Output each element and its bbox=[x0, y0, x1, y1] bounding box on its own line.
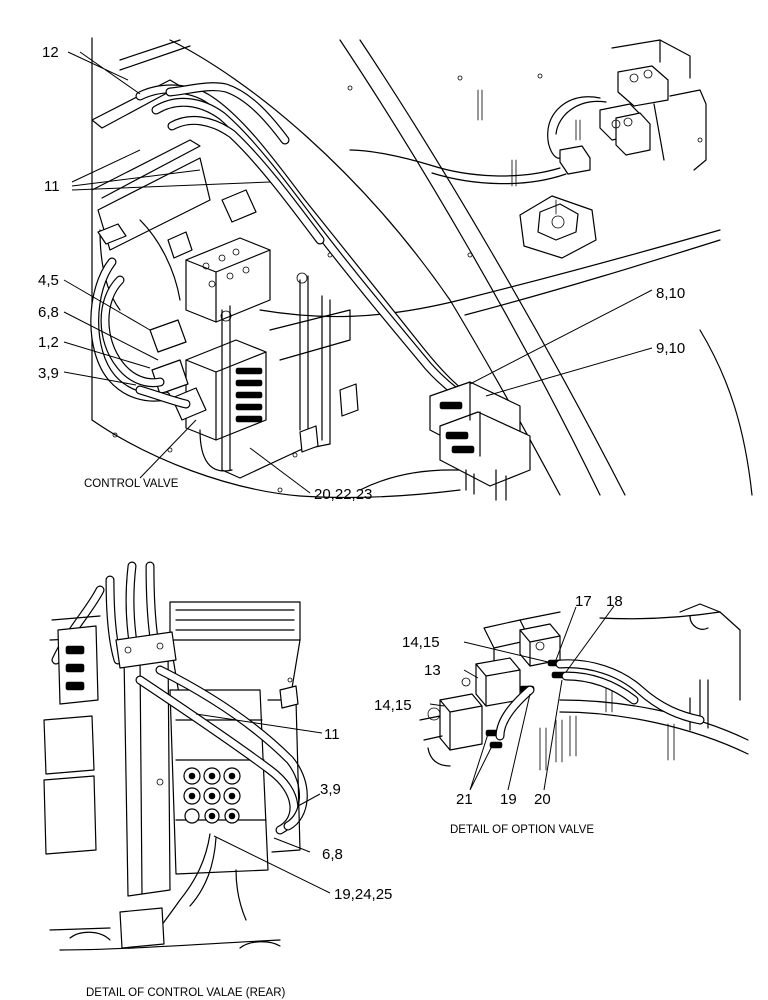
callout-6-8: 6,8 bbox=[38, 304, 59, 321]
option-callout-19: 19 bbox=[500, 791, 517, 808]
rear-callout-6-8: 6,8 bbox=[322, 846, 343, 863]
rear-callout-3-9: 3,9 bbox=[320, 781, 341, 798]
option-callout-14-15-lower: 14,15 bbox=[374, 697, 412, 714]
caption-option-valve: DETAIL OF OPTION VALVE bbox=[450, 824, 594, 836]
caption-control-valve: CONTROL VALVE bbox=[84, 478, 179, 490]
caption-control-valve-rear: DETAIL OF CONTROL VALAE (REAR) bbox=[86, 987, 286, 999]
callout-9-10: 9,10 bbox=[656, 340, 685, 357]
option-callout-14-15-upper: 14,15 bbox=[402, 634, 440, 651]
callout-4-5: 4,5 bbox=[38, 272, 59, 289]
valve-spools bbox=[235, 367, 263, 423]
callout-3-9: 3,9 bbox=[38, 365, 59, 382]
rear-valve-ports bbox=[183, 767, 241, 824]
callout-8-10: 8,10 bbox=[656, 285, 685, 302]
option-callout-18: 18 bbox=[606, 593, 623, 610]
callout-12: 12 bbox=[42, 44, 59, 61]
option-callout-21: 21 bbox=[456, 791, 473, 808]
callout-11: 11 bbox=[44, 178, 60, 195]
option-callout-13: 13 bbox=[424, 662, 441, 679]
hydraulic-hoses bbox=[90, 82, 481, 411]
rear-callout-11: 11 bbox=[324, 726, 340, 743]
control-valve-view bbox=[63, 37, 753, 501]
rear-callout-19-24-25: 19,24,25 bbox=[334, 886, 392, 903]
option-callout-17: 17 bbox=[575, 593, 592, 610]
callout-20-22-23: 20,22,23 bbox=[314, 486, 372, 503]
option-valve-view bbox=[419, 603, 749, 791]
callout-1-2: 1,2 bbox=[38, 334, 59, 351]
option-callout-20: 20 bbox=[534, 791, 551, 808]
control-valve-rear-view bbox=[43, 561, 331, 951]
